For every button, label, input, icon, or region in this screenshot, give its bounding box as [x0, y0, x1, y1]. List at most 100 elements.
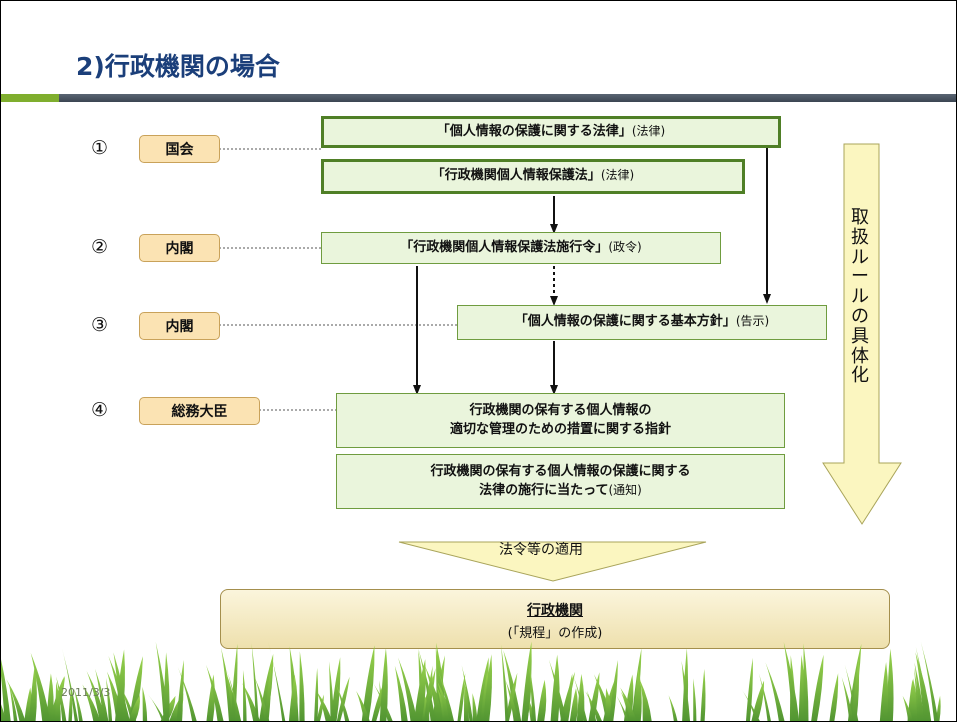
title-accent-bar	[1, 94, 59, 102]
grass-blade	[55, 681, 61, 721]
grass-blade	[505, 680, 519, 721]
grass-blade	[503, 650, 522, 721]
grass-blade	[668, 695, 678, 721]
grass-blade	[315, 690, 333, 721]
level-3-label: 内閣	[139, 312, 220, 340]
grass-blade	[424, 665, 445, 721]
grass-blade	[163, 652, 170, 721]
enforcement-order-note: (政令)	[608, 239, 642, 254]
grass-blade	[115, 649, 125, 721]
apply-label: 法令等の適用	[499, 542, 583, 558]
grass-blade	[572, 674, 588, 721]
enforcement-notice-box: 行政機関の保有する個人情報の保護に関する法律の施行に当たって(通知)	[336, 454, 785, 509]
concretization-label: 取扱ルールの具体化	[851, 207, 869, 387]
grass-blade	[811, 654, 824, 721]
grass-blade	[68, 687, 73, 721]
enforcement-order-box: 「行政機関個人情報保護法施行令」(政令)	[321, 232, 721, 264]
grass-blade	[206, 664, 224, 721]
grass-blade	[1, 659, 11, 721]
grass-blade	[226, 669, 242, 721]
agency-subtitle: (「規程」の作成)	[507, 626, 603, 641]
grass-blade	[529, 664, 537, 721]
grass-blade	[6, 678, 26, 721]
level-4-label: 総務大臣	[139, 397, 260, 425]
grass-blade	[569, 688, 578, 721]
grass-blade	[254, 676, 270, 721]
grass-blade	[745, 657, 753, 721]
grass-blade	[851, 659, 860, 721]
grass-blade	[847, 643, 862, 721]
grass-blade	[242, 669, 247, 721]
grass-blade	[379, 647, 388, 721]
grass-blade	[147, 693, 166, 721]
level-1-label: 国会	[139, 135, 220, 163]
basic-policy-title: 「個人情報の保護に関する基本方針」	[514, 314, 736, 330]
grass-blade	[700, 668, 706, 721]
grass-blade	[371, 682, 385, 721]
grass-blade	[521, 641, 532, 721]
grass-blade	[142, 686, 148, 721]
law-admin-agency-note: (法律)	[600, 168, 635, 183]
grass-blade	[609, 659, 618, 721]
grass-blade	[177, 666, 197, 721]
grass-blade	[330, 657, 341, 721]
basic-policy-note: (告示)	[735, 314, 770, 329]
grass-blade	[8, 682, 18, 721]
grass-blade	[438, 671, 454, 721]
grass-blade	[288, 674, 298, 721]
grass-blade	[128, 695, 140, 721]
level-2-number: ②	[91, 236, 109, 258]
grass-blade	[751, 680, 765, 721]
grass-blade	[356, 691, 370, 721]
notice-note: (通知)	[608, 482, 642, 497]
grass-blade	[463, 682, 469, 721]
grass-blade	[693, 678, 697, 721]
grass-blade	[879, 661, 889, 721]
grass-blade	[46, 673, 54, 721]
grass-blade	[500, 644, 509, 721]
grass-blade	[394, 665, 408, 721]
grass-blade	[620, 687, 637, 721]
level-4-number: ④	[91, 399, 109, 421]
grass-blade	[29, 664, 37, 721]
grass-blade	[299, 651, 305, 721]
grass-blade	[902, 695, 913, 721]
grass-blade	[616, 695, 630, 721]
grass-blade	[61, 647, 79, 721]
grass-blade	[588, 672, 600, 721]
law-personal-info-note: (法律)	[631, 123, 666, 138]
slide-title: 2)行政機関の場合	[76, 52, 280, 81]
grass-blade	[86, 671, 107, 721]
basic-policy-box: 「個人情報の保護に関する基本方針」(告示)	[457, 305, 827, 340]
law-admin-agency-box: 「行政機関個人情報保護法」(法律)	[321, 159, 745, 194]
grass-blade	[457, 673, 466, 721]
grass-blade	[915, 646, 930, 721]
law-admin-agency-title: 「行政機関個人情報保護法」	[431, 168, 601, 184]
grass-blade	[251, 643, 259, 721]
notice-line-1: 行政機関の保有する個人情報の保護に関する	[430, 463, 691, 479]
grass-blade	[424, 665, 433, 721]
grass-blade	[335, 682, 350, 721]
level-1-number: ①	[91, 137, 109, 159]
grass-blade	[765, 662, 785, 721]
notice-line-2: 法律の施行に当たって	[479, 482, 609, 498]
grass-blade	[560, 671, 576, 721]
grass-blade	[267, 641, 286, 721]
grass-blade	[105, 677, 113, 721]
guideline-line-2: 適切な管理のための措置に関する指針	[449, 421, 671, 437]
title-divider-bar	[59, 94, 956, 102]
grass-blade	[483, 654, 493, 721]
grass-blade	[30, 652, 51, 721]
grass-decoration	[1, 641, 941, 721]
grass-blade	[418, 648, 436, 721]
grass-blade	[128, 656, 143, 721]
agency-title: 行政機関	[527, 603, 583, 619]
grass-blade	[803, 643, 809, 721]
grass-blade	[550, 654, 560, 721]
grass-blade	[633, 668, 642, 721]
law-personal-info-title: 「個人情報の保護に関する法律」	[436, 123, 632, 139]
grass-blade	[682, 648, 689, 721]
grass-blade	[841, 677, 854, 721]
